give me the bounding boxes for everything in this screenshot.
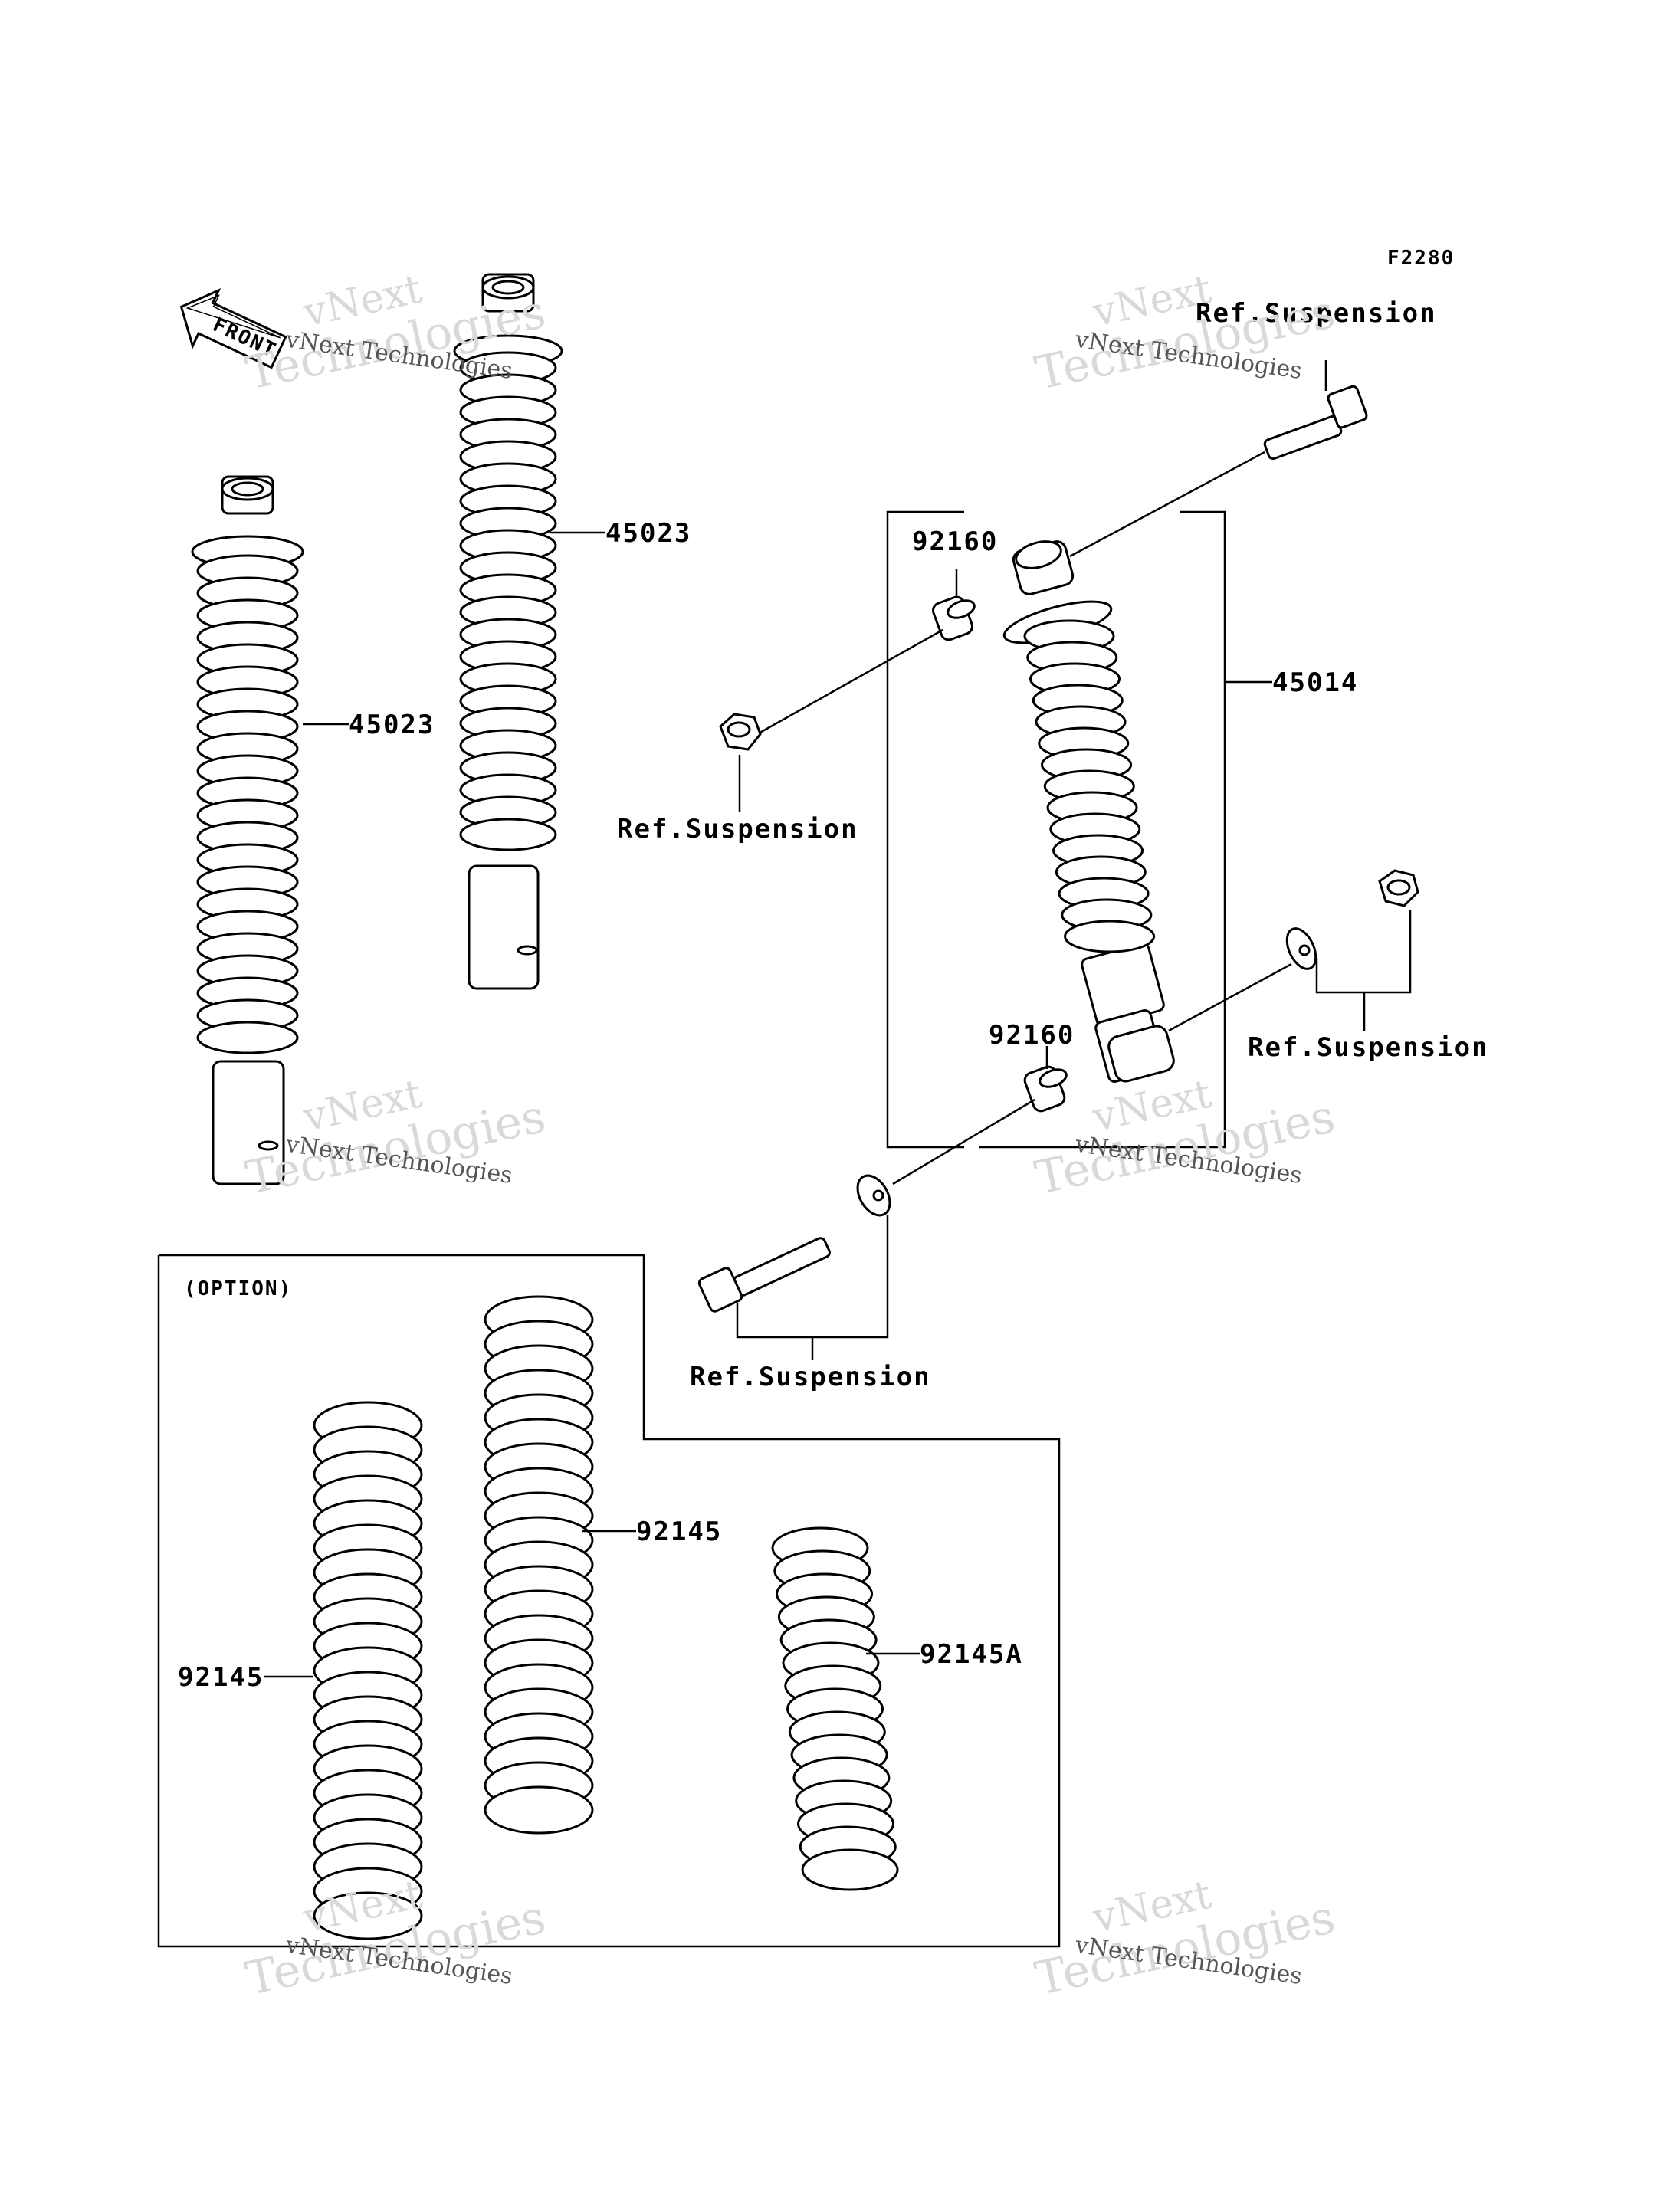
- part-label-92145-left[interactable]: 92145: [178, 1662, 264, 1693]
- option-label: (OPTION): [184, 1277, 292, 1300]
- coil-turn: [484, 1785, 594, 1835]
- coil-turn: [1064, 920, 1156, 953]
- coil-turn: [801, 1848, 899, 1891]
- upper-bolt[interactable]: [1263, 385, 1368, 461]
- axis-line-lower: [892, 1098, 1035, 1185]
- bushing-upper[interactable]: [931, 595, 977, 641]
- axis-line-upper-bolt: [1069, 451, 1265, 558]
- lower-bolt[interactable]: [697, 1237, 831, 1313]
- part-label-92160-lower[interactable]: 92160: [989, 1020, 1075, 1051]
- spring-92145A[interactable]: [771, 1526, 899, 1891]
- ref-label-upper-nut[interactable]: Ref.Suspension: [617, 814, 858, 844]
- spring-92145-left[interactable]: [313, 1401, 423, 1940]
- figure-code: F2280: [1387, 247, 1455, 270]
- spring-coils-left: [196, 554, 299, 1054]
- part-label-92145-middle[interactable]: 92145: [636, 1517, 722, 1547]
- part-label-92145A[interactable]: 92145A: [920, 1639, 1023, 1670]
- part-label-45023-left[interactable]: 45023: [349, 710, 435, 740]
- coil-turn: [459, 818, 557, 851]
- part-label-45014[interactable]: 45014: [1272, 667, 1358, 698]
- bracket-ref-lower-right: [1315, 910, 1412, 994]
- ref-label-lower-right[interactable]: Ref.Suspension: [1248, 1032, 1489, 1063]
- coil-turn: [313, 1891, 423, 1940]
- part-label-45023-middle[interactable]: 45023: [605, 518, 691, 549]
- bracket-right: [979, 510, 1226, 1149]
- axis-line-lower-right: [1168, 962, 1292, 1032]
- spring-coils-assembly: [1023, 619, 1156, 953]
- lower-right-nut[interactable]: [1378, 869, 1419, 907]
- ref-label-lower-bolt[interactable]: Ref.Suspension: [690, 1362, 931, 1392]
- lower-right-washer[interactable]: [1281, 924, 1322, 973]
- option-box: [157, 1254, 1061, 1948]
- part-label-92160-upper[interactable]: 92160: [912, 526, 998, 557]
- ref-label-top-bolt[interactable]: Ref.Suspension: [1196, 298, 1437, 329]
- spring-92145-middle[interactable]: [484, 1295, 594, 1835]
- bracket-left: [886, 510, 964, 1149]
- upper-nut[interactable]: [719, 713, 762, 751]
- coil-turn: [196, 1021, 299, 1054]
- bushing-lower[interactable]: [1022, 1064, 1068, 1113]
- spring-coils-middle: [459, 351, 557, 851]
- axis-line-upper-nut: [756, 628, 943, 736]
- lower-left-washer[interactable]: [851, 1170, 896, 1221]
- shock-absorber-assembly[interactable]: [1000, 537, 1176, 1084]
